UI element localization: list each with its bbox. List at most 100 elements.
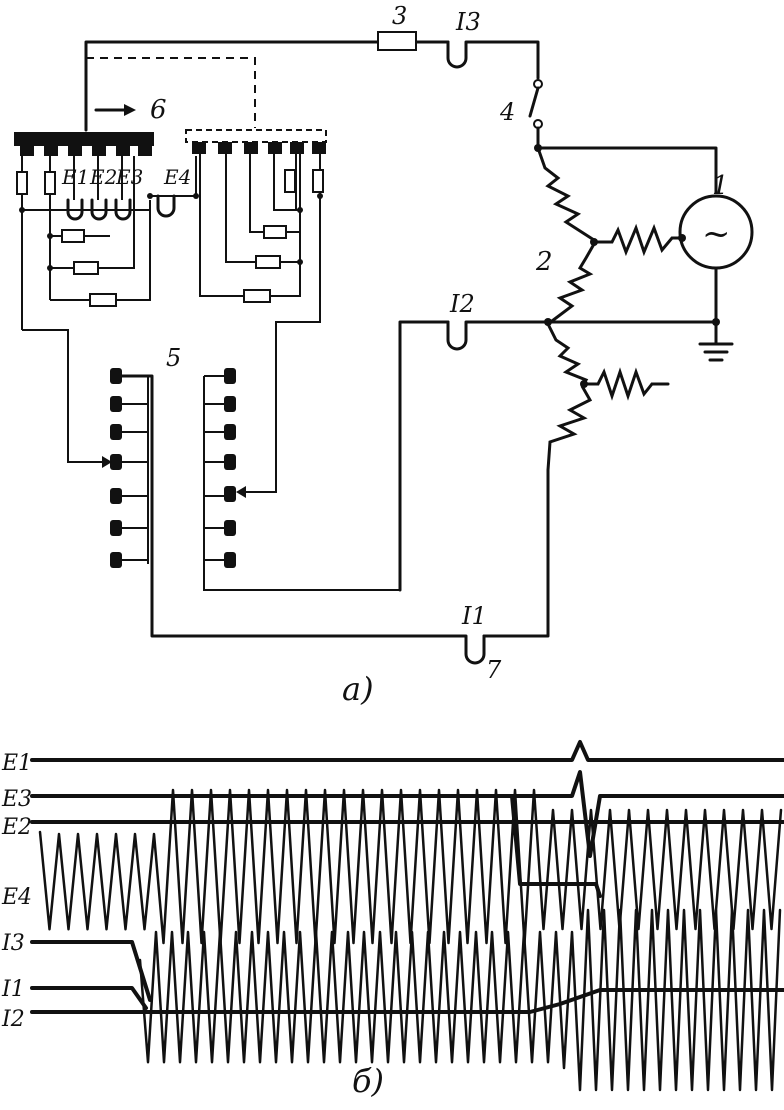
node [147, 193, 153, 199]
oscillograph-bus-right [185, 129, 327, 143]
coil-i2 [446, 320, 472, 351]
node [47, 265, 53, 271]
gen-node [678, 234, 686, 242]
bus-terminal [244, 142, 258, 154]
label-i2: I2 [449, 290, 475, 318]
node [193, 193, 199, 199]
winding-a [536, 147, 595, 242]
coil-i3 [446, 40, 472, 69]
left-panel-wiring [21, 156, 197, 463]
trace-label-e4: E4 [1, 885, 32, 910]
contact [110, 488, 122, 504]
node [19, 207, 25, 213]
resistor [44, 171, 56, 195]
wire-i2 [398, 320, 718, 592]
direction-arrowhead [124, 104, 136, 116]
resistor [255, 255, 281, 269]
wire-to-generator-top [536, 146, 718, 194]
caption-b: б) [352, 1062, 384, 1100]
label-i1: I1 [461, 602, 487, 630]
switch-4-blade [528, 86, 540, 118]
label-1: 1 [712, 171, 729, 201]
node [297, 207, 303, 213]
contact [224, 368, 236, 384]
resistor [263, 225, 287, 239]
bus-terminal [268, 142, 282, 154]
contact [224, 424, 236, 440]
node [297, 259, 303, 265]
bus-terminal [192, 142, 206, 154]
right-panel-wiring [199, 154, 321, 493]
wire-i1 [118, 374, 550, 638]
label-4: 4 [499, 98, 515, 126]
bus-terminal [312, 142, 326, 154]
trace-i3 [30, 940, 152, 1002]
resistor [61, 229, 85, 243]
winding-e [546, 385, 593, 471]
trace-label-e3: E3 [1, 787, 32, 812]
contact [110, 520, 122, 536]
trace-label-e1: E1 [1, 751, 32, 776]
star-node-lower [580, 380, 588, 388]
contact [224, 454, 236, 470]
oscillograph-bus-left [14, 132, 154, 146]
contact [110, 368, 122, 384]
winding-f [584, 367, 666, 401]
label-5: 5 [166, 344, 181, 372]
resistor [16, 171, 28, 195]
trace-label-i3: I3 [1, 931, 25, 956]
trace-i1 [30, 986, 148, 1010]
bus-terminal [92, 146, 106, 156]
node [317, 193, 323, 199]
loop-e4 [156, 194, 176, 218]
resistor [73, 261, 99, 275]
label-7: 7 [486, 656, 502, 684]
trace-oscillation-upper [38, 788, 783, 945]
label-e1: E1 [61, 165, 89, 189]
contact [224, 396, 236, 412]
arrow-right-slider [236, 486, 246, 498]
winding-c [596, 223, 682, 257]
winding-b [547, 243, 596, 326]
loop-e3 [114, 198, 132, 221]
bus-terminal [218, 142, 232, 154]
bus-terminal [116, 146, 130, 156]
label-3: 3 [392, 2, 407, 30]
contact [110, 454, 122, 470]
caption-a: a) [342, 670, 374, 708]
label-2: 2 [535, 247, 553, 277]
contact [224, 520, 236, 536]
label-e3: E3 [115, 165, 143, 189]
bus-terminal [68, 146, 82, 156]
coil-i1-7 [460, 634, 486, 665]
oscillogram: E1 E3 E2 E4 I3 I1 I2 б) [1, 740, 784, 1100]
resistor-3 [377, 31, 417, 51]
contact [110, 424, 122, 440]
contact [224, 552, 236, 568]
label-e4: E4 [163, 165, 191, 189]
loop-e2 [90, 198, 108, 221]
bus-terminal [44, 146, 58, 156]
bus-terminal [20, 146, 34, 156]
label-e2: E2 [89, 165, 117, 189]
node [47, 233, 53, 239]
trace-label-e2: E2 [1, 815, 32, 840]
winding-d [546, 323, 589, 387]
trace-oscillation-lower [138, 908, 782, 1092]
contact [224, 486, 236, 502]
resistor [243, 289, 271, 303]
label-i3: I3 [455, 8, 481, 36]
contact [110, 552, 122, 568]
ground-symbol [698, 342, 734, 362]
trace-label-i1: I1 [1, 977, 25, 1002]
resistor [284, 169, 296, 193]
node-lower [544, 318, 552, 326]
bus-terminal [290, 142, 304, 154]
trace-label-i2: I2 [1, 1007, 25, 1032]
label-6: 6 [150, 95, 167, 125]
resistor [312, 169, 324, 193]
star-node-upper [590, 238, 598, 246]
trace-e1 [30, 740, 784, 762]
oscillogram-traces [30, 740, 784, 1092]
contact-rail-right [203, 375, 400, 591]
